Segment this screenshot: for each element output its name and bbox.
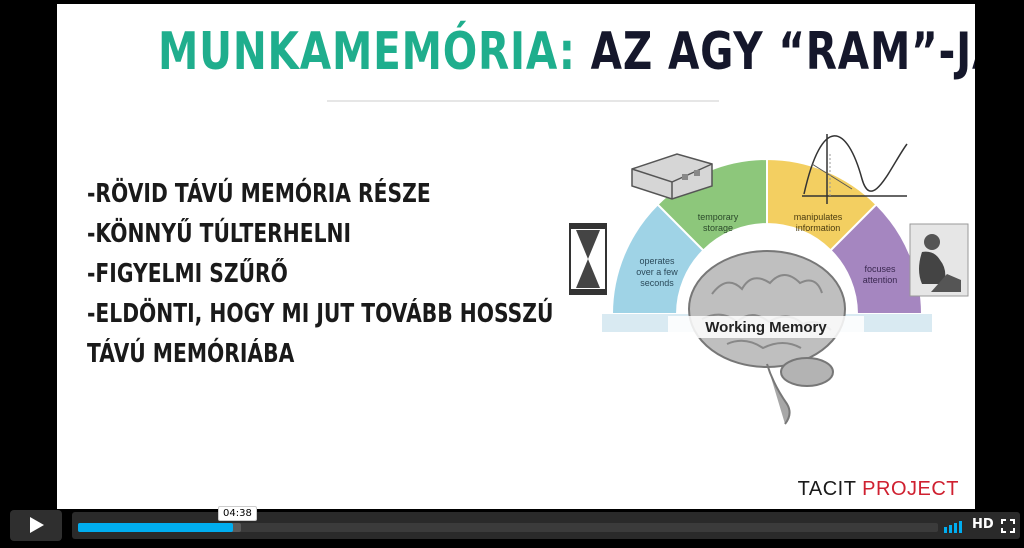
- working-memory-diagram: Working Memory operates over a few secon…: [569, 134, 969, 425]
- timecode-tooltip: 04:38: [218, 506, 257, 521]
- thinker-statue-icon: [909, 223, 969, 297]
- play-button[interactable]: [10, 510, 62, 541]
- slide-title: MUNKAMEMÓRIA: AZ AGY “RAM”-JA: [157, 22, 975, 82]
- bullet-list: -RÖVID TÁVÚ MEMÓRIA RÉSZE -KÖNNYŰ TÚLTER…: [87, 174, 553, 374]
- title-divider: [327, 100, 719, 102]
- brand-part-1: TACIT: [797, 478, 857, 500]
- progress-fill: [78, 523, 233, 532]
- segment-text: operates: [639, 256, 675, 266]
- segment-text: temporary: [698, 212, 739, 222]
- fullscreen-icon[interactable]: [1001, 519, 1015, 533]
- segment-text: storage: [703, 223, 733, 233]
- bullet-item: TÁVÚ MEMÓRIÁBA: [87, 339, 295, 369]
- play-icon: [30, 517, 44, 533]
- hd-button[interactable]: HD: [972, 517, 994, 532]
- title-part-2: AZ AGY “RAM”-JA: [590, 22, 975, 82]
- storage-box-icon: [631, 153, 713, 200]
- bullet-item: -FIGYELMI SZŰRŐ: [87, 259, 288, 289]
- math-graph-icon: [802, 134, 908, 204]
- segment-text: seconds: [640, 278, 674, 288]
- bullet-item: -KÖNNYŰ TÚLTERHELNI: [87, 219, 352, 249]
- brand-part-2: PROJECT: [862, 478, 959, 500]
- title-part-1: MUNKAMEMÓRIA:: [157, 22, 576, 82]
- segment-focuses: [829, 202, 924, 315]
- progress-track[interactable]: [78, 523, 938, 532]
- bullet-item: -ELDÖNTI, HOGY MI JUT TOVÁBB HOSSZÚ: [87, 299, 554, 329]
- segment-text: attention: [863, 275, 898, 285]
- segment-text: manipulates: [794, 212, 843, 222]
- working-memory-label: Working Memory: [705, 319, 827, 336]
- volume-icon[interactable]: [944, 519, 966, 533]
- brand-logo: TACIT PROJECT: [798, 478, 959, 501]
- bullet-item: -RÖVID TÁVÚ MEMÓRIA RÉSZE: [87, 179, 431, 209]
- segment-text: focuses: [864, 264, 896, 274]
- segment-text: information: [796, 223, 841, 233]
- hourglass-icon: [569, 223, 607, 295]
- slide: MUNKAMEMÓRIA: AZ AGY “RAM”-JA -RÖVID TÁV…: [57, 4, 975, 509]
- segment-text: over a few: [636, 267, 678, 277]
